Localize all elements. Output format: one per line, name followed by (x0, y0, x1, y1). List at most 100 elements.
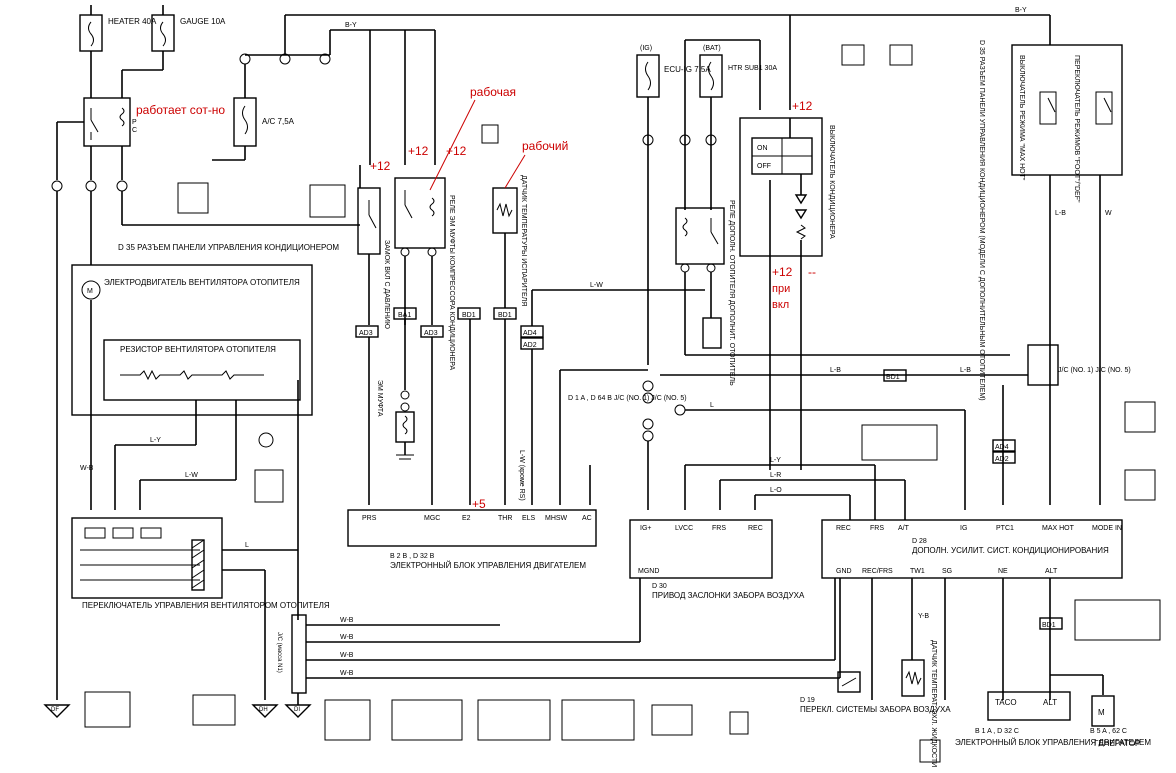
damper-d30: IG+ LVCC FRS REC MGND D 30 ПРИВОД ЗАСЛОН… (629, 519, 805, 642)
relay-p: P (132, 119, 137, 126)
conn-ad2-b: AD2 (995, 456, 1009, 463)
ecu-ig-fuse: (IG) ECU-IG 7,5A (636, 45, 711, 365)
fuse-gauge: GAUGE 10A (121, 5, 226, 98)
conn-ad2: AD2 (523, 342, 537, 349)
amp-pin-at: A/T (898, 525, 910, 532)
ecu-pin-taco: TACO (995, 698, 1017, 707)
jc-right: BD1 L-B L-B AD4 AD2 J/C (NO. 1) J/C (NO.… (660, 344, 1131, 505)
damper-pin-frs: FRS (712, 525, 726, 532)
note-plus12-b: +12 (408, 144, 429, 158)
note-plus12-d: +12 (792, 99, 813, 113)
clutch-relay: +12 +12 рабочая РЕЛЕ ЭМ МУФТЫ КОМПРЕССОР… (394, 85, 516, 370)
ecu-pin-els: ELS (522, 515, 536, 522)
ecu-engine-label: ЭЛЕКТРОННЫЙ БЛОК УПРАВЛЕНИЯ ДВИГАТЕЛЕМ (390, 561, 586, 570)
fuse-gauge-label: GAUGE 10A (180, 17, 226, 26)
temp-sensor: ДАТЧИК ТЕМПЕРАТУРЫ ИСПАРИТЕЛЯ рабочий (492, 139, 568, 308)
ecu-pin-e2: E2 (462, 515, 471, 522)
damper-pin-rec: REC (748, 525, 763, 532)
amp-pin-frs: FRS (870, 525, 884, 532)
wire-l-w: L-W (185, 472, 198, 479)
ac-switch-label: ВЫКЛЮЧАТЕЛЬ КОНДИЦИОНЕРА (828, 125, 835, 239)
conn-ad4: AD4 (523, 330, 537, 337)
fuse-heater: HEATER 40A (79, 5, 157, 98)
panel-d35-right-label: D 35 РАЗЪЕМ ПАНЕЛИ УПРАВЛЕНИЯ КОНДИЦИОНЕ… (978, 40, 985, 401)
conn-bd1-c: BD1 (886, 374, 900, 381)
conn-ad4-b: AD4 (995, 444, 1009, 451)
amp-pin-ptc1: PTC1 (996, 525, 1014, 532)
bat-label: (BAT) (703, 45, 721, 52)
pressure-switch: ЗАМОК ВКЛ С ДАВЛЕНИЮ +12 (357, 159, 391, 329)
wire-l-y: L-Y (150, 437, 161, 444)
generator-label: ГЕНЕРАТОР (1094, 739, 1140, 748)
amp-d28: REC FRS A/T IG PTC1 MAX HOT MODE IN ДОПО… (821, 519, 1123, 700)
amp-label: ДОПОЛН. УСИЛИТ. СИСТ. КОНДИЦИОНИРОВАНИЯ (912, 546, 1109, 555)
amp-pin-mode-in: MODE IN (1092, 525, 1122, 532)
note-on-when: при (772, 283, 790, 295)
ecu-pin-alt: ALT (1043, 698, 1057, 707)
generator-m: M (1098, 708, 1105, 717)
fuse-ecu-ig-label: ECU-IG 7,5A (664, 65, 711, 74)
note-working: рабочая (470, 85, 516, 99)
amp-pin-rec: REC (836, 525, 851, 532)
wire-l-w-mid: L-W (590, 282, 603, 289)
foot-def-label: ПЕРЕКЛЮЧАТЕЛЬ РЕЖИМОВ "FOOT"/"DEF" (1073, 55, 1080, 203)
relay-c: C (132, 127, 137, 134)
b-y-bus: B-Y B-Y (239, 7, 1051, 165)
wire-lw-note: L-W (кроме RS) (518, 450, 525, 501)
ig-label: (IG) (640, 45, 652, 52)
wire-w-b-3: W-B (340, 652, 354, 659)
amp-pin-ig: IG (960, 525, 967, 532)
damper-id: D 30 (652, 583, 667, 590)
wire-l-b-1: L-B (830, 367, 841, 374)
coolant-sensor: ДАТЧИК ТЕМПЕРАТ. ОХЛ. ЖИДКОСТИ Y-B (901, 613, 937, 767)
ground-jc: W-B W-B W-B W-B J/C (масса N1) (276, 614, 840, 705)
wire-y-b: Y-B (918, 613, 929, 620)
wire-w-b-2: W-B (340, 634, 354, 641)
wire-l-r: L-R (770, 472, 781, 479)
wire-w-b-1: W-B (340, 617, 354, 624)
note-works-constantly: работает сот-но (136, 103, 225, 117)
ecu-engine: PRS MGC E2 THR ELS MHSW AC +5 ЭЛЕКТРОННЫ… (347, 497, 597, 570)
damper-label: ПРИВОД ЗАСЛОНКИ ЗАБОРА ВОЗДУХА (652, 591, 805, 600)
ac-switch-off: OFF (757, 163, 771, 170)
amp-pin-rec-frs: REC/FRS (862, 568, 893, 575)
note-vkl: вкл (772, 299, 789, 311)
amp-pin-max-hot: MAX HOT (1042, 525, 1075, 532)
amp-id: D 28 (912, 538, 927, 545)
coolant-sensor-label: ДАТЧИК ТЕМПЕРАТ. ОХЛ. ЖИДКОСТИ (930, 640, 937, 767)
ground-dh: DH (259, 707, 268, 713)
damper-pin-mgnd: MGND (638, 568, 659, 575)
wire-w-b-4: W-B (340, 670, 354, 677)
max-hot-label: ВЫКЛЮЧАТЕЛЬ РЕЖИМА "MAX HOT" (1018, 55, 1025, 181)
extra-heater-relay: РЕЛЕ ДОПОЛН. ОТОПИТЕЛЯ ДОПОЛНИТ. ОТОПИТЕ… (675, 200, 1010, 386)
amp-pin-gnd: GND (836, 568, 852, 575)
conn-ad3-a: AD3 (359, 330, 373, 337)
note-plus12-a: +12 (370, 159, 391, 173)
panel-d35-right: ВЫКЛЮЧАТЕЛЬ РЕЖИМА "MAX HOT" ПЕРЕКЛЮЧАТЕ… (978, 40, 1123, 505)
connectors-left-top (51, 180, 360, 700)
wire-l-b-2: L-B (960, 367, 971, 374)
ac-switch: ON OFF ВЫКЛЮЧАТЕЛЬ КОНДИЦИОНЕРА +12 +12 … (739, 99, 835, 470)
wire-l-b-r: L-B (1055, 210, 1066, 217)
svg-text:M: M (87, 288, 93, 295)
fuse-ac: A/C 7,5A (212, 97, 295, 161)
conn-ad3-b: AD3 (424, 330, 438, 337)
amp-pin-alt: ALT (1045, 568, 1058, 575)
note-dash: -- (808, 265, 816, 279)
ecu-feed-wires: L-W L-W (кроме RS) (368, 282, 705, 505)
jc-left-note: D 1 A , D 64 B J/C (NO. 1) J/C (NO. 5) (568, 395, 687, 402)
amp-pin-ne: NE (998, 568, 1008, 575)
amp-pin-sg: SG (942, 568, 952, 575)
jc-right-note: J/C (NO. 1) J/C (NO. 5) (1058, 367, 1131, 374)
ecu-bottom-label: ЭЛЕКТРОННЫЙ БЛОК УПРАВЛЕНИЯ ДВИГАТЕЛЕМ (955, 738, 1151, 747)
wire-l-fsw: L (245, 542, 249, 549)
ac-switch-on: ON (757, 145, 768, 152)
ecu-pin-mhsw: MHSW (545, 515, 568, 522)
clutch-relay-label: РЕЛЕ ЭМ МУФТЫ КОМПРЕССОРА КОНДИЦИОНЕРА (448, 195, 455, 370)
fuse-htr-sub-label: HTR SUB1 30A (728, 65, 777, 72)
conn-bd1-a: BD1 (462, 312, 476, 319)
fan-switch-d18: ПЕРЕКЛЮЧАТЕЛЬ УПРАВЛЕНИЯ ВЕНТИЛЯТОРОМ ОТ… (71, 517, 330, 700)
wire-w-b-left: W-B (80, 465, 94, 472)
magnet-clutch-label: ЭМ МУФТА (376, 380, 383, 417)
